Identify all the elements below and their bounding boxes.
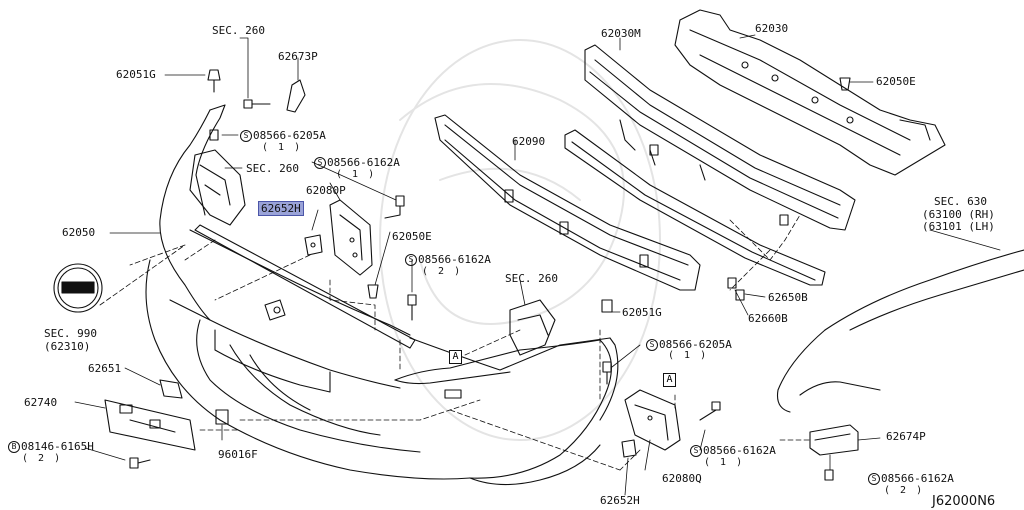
part-number-text: 08566-6162A <box>703 444 776 457</box>
front-fender <box>776 249 1024 413</box>
quantity-label: ( 1 ) <box>704 457 745 468</box>
quantity-label: ( 1 ) <box>336 169 377 180</box>
bumper-bracket-62080Q <box>624 389 681 451</box>
label-sec630-lh: (63101 (LH) <box>922 220 995 233</box>
part-number-text: 08566-6205A <box>253 129 326 142</box>
emblem-sec990 <box>53 263 103 313</box>
part-62050E-top[interactable]: 62050E <box>876 75 916 88</box>
part-62050E-mid[interactable]: 62050E <box>392 230 432 243</box>
upper-member-62030 <box>674 9 946 176</box>
license-plate-bracket-62740 <box>104 399 196 451</box>
part-96016F[interactable]: 96016F <box>218 448 258 461</box>
quantity-label: ( 2 ) <box>884 485 925 496</box>
quantity-label: ( 1 ) <box>668 350 709 361</box>
headlamp-bracket-right <box>509 299 556 356</box>
screw-symbol: S <box>405 254 417 266</box>
part-62673P[interactable]: 62673P <box>278 50 318 63</box>
watermark-logo <box>379 39 661 441</box>
part-62650B[interactable]: 62650B <box>768 291 808 304</box>
fasteners <box>129 69 851 481</box>
screw-symbol: S <box>868 473 880 485</box>
label-sec990[interactable]: SEC. 990 <box>44 327 97 340</box>
label-sec630-rh: (63100 (RH) <box>922 208 995 221</box>
part-62030[interactable]: 62030 <box>755 22 789 35</box>
label-sec990-ref: (62310) <box>44 340 91 353</box>
part-number-text: 08566-6162A <box>881 472 954 485</box>
label-sec260-mid[interactable]: SEC. 260 <box>246 162 299 175</box>
screw-symbol: S <box>240 130 252 142</box>
lower-stay-beam <box>564 129 826 286</box>
screw-symbol: S <box>690 445 702 457</box>
part-62652H-bottom[interactable]: 62652H <box>600 494 640 507</box>
part-62090[interactable]: 62090 <box>512 135 546 148</box>
clip-62652H <box>304 234 323 256</box>
label-sec260-top[interactable]: SEC. 260 <box>212 24 265 37</box>
clip-96016F <box>215 409 229 425</box>
diagram-id: J62000N6 <box>932 494 996 509</box>
part-62080P[interactable]: 62080P <box>306 184 346 197</box>
part-62674P[interactable]: 62674P <box>886 430 926 443</box>
part-number-text: 08566-6162A <box>327 156 400 169</box>
part-62051G-right[interactable]: 62051G <box>622 306 662 319</box>
part-62030M[interactable]: 62030M <box>601 27 641 40</box>
quantity-label: ( 2 ) <box>22 453 63 464</box>
part-62050[interactable]: 62050 <box>62 226 96 239</box>
quantity-label: ( 2 ) <box>422 266 463 277</box>
bolt-symbol: B <box>8 441 20 453</box>
leader-lines <box>74 34 1001 496</box>
tow-hook-cover-62651 <box>159 379 183 399</box>
dashed-reference-lines <box>99 214 811 471</box>
part-62652H-selected[interactable]: 62652H <box>258 201 304 216</box>
part-62051G-left[interactable]: 62051G <box>116 68 156 81</box>
label-sec630[interactable]: SEC. 630 <box>934 195 987 208</box>
label-sec260-right[interactable]: SEC. 260 <box>505 272 558 285</box>
part-62660B[interactable]: 62660B <box>748 312 788 325</box>
clip-62652H-lower <box>621 439 637 458</box>
bumper-reinforcement-62030M <box>584 44 856 231</box>
bumper-bracket-62080P <box>329 199 373 276</box>
part-62651[interactable]: 62651 <box>88 362 122 375</box>
part-number-text: 08146-6165H <box>21 440 94 453</box>
part-62740[interactable]: 62740 <box>24 396 58 409</box>
part-number-text: 08566-6205A <box>659 338 732 351</box>
headlamp-bracket-left <box>189 149 246 226</box>
fender-bracket-62674P <box>809 424 859 456</box>
screw-symbol: S <box>314 157 326 169</box>
screw-symbol: S <box>646 339 658 351</box>
energy-absorber-62090 <box>434 114 701 291</box>
part-number-text: 08566-6162A <box>418 253 491 266</box>
part-62080Q[interactable]: 62080Q <box>662 472 702 485</box>
callout-a-left: A <box>449 350 462 364</box>
callout-a-right: A <box>663 373 676 387</box>
quantity-label: ( 1 ) <box>262 142 303 153</box>
